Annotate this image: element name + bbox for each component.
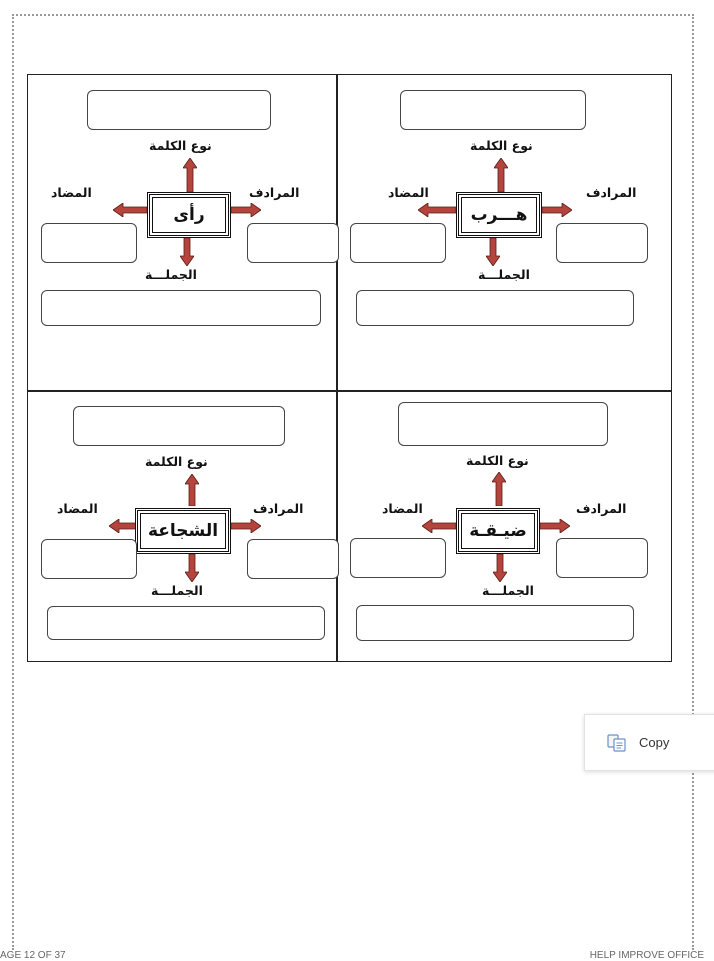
word-cell-raa: نوع الكلمة المرادف المضاد رأى الجملـــة — [37, 84, 347, 400]
word-cell-shajaa: نوع الكلمة المرادف المضاد الشجاعة الجملـ… — [37, 398, 347, 714]
antonym-label: المضاد — [382, 501, 423, 516]
arrow-right-icon — [231, 203, 261, 217]
arrow-left-icon — [113, 203, 147, 217]
arrow-right-icon — [542, 203, 572, 217]
synonym-box[interactable] — [247, 223, 339, 263]
sentence-box[interactable] — [356, 605, 634, 641]
arrow-up-icon — [492, 472, 506, 506]
antonym-label: المضاد — [388, 185, 429, 200]
worksheet-grid — [27, 74, 672, 662]
synonym-label: المرادف — [249, 185, 300, 200]
antonym-box[interactable] — [350, 223, 446, 263]
arrow-up-icon — [494, 158, 508, 192]
word-box: ضيـقـة — [456, 508, 540, 554]
synonym-label: المرادف — [576, 501, 627, 516]
synonym-box[interactable] — [247, 539, 339, 579]
word-type-label: نوع الكلمة — [149, 138, 212, 153]
antonym-label: المضاد — [51, 185, 92, 200]
antonym-box[interactable] — [350, 538, 446, 578]
sentence-label: الجملـــة — [145, 267, 197, 282]
word-box: رأى — [147, 192, 231, 238]
synonym-label: المرادف — [586, 185, 637, 200]
word-cell-dayqa: نوع الكلمة المرادف المضاد ضيـقـة الجملــ… — [346, 398, 656, 714]
word-box: هـــرب — [456, 192, 542, 238]
sentence-box[interactable] — [356, 290, 634, 326]
footer-help-link[interactable]: HELP IMPROVE OFFICE — [589, 950, 704, 961]
arrow-right-icon — [231, 519, 261, 533]
footer-page-info: AGE 12 OF 37 — [0, 950, 66, 961]
sentence-box[interactable] — [41, 290, 321, 326]
word-type-box[interactable] — [398, 402, 608, 446]
copy-button-label: Copy — [639, 735, 670, 750]
word-type-box[interactable] — [73, 406, 285, 446]
antonym-box[interactable] — [41, 539, 137, 579]
arrow-down-icon — [180, 238, 194, 266]
arrow-down-icon — [493, 554, 507, 582]
arrow-down-icon — [486, 238, 500, 266]
word-type-label: نوع الكلمة — [466, 453, 529, 468]
copy-icon — [607, 733, 626, 752]
grid-divider-horizontal — [27, 390, 672, 392]
antonym-box[interactable] — [41, 223, 137, 263]
sentence-label: الجملـــة — [482, 583, 534, 598]
antonym-label: المضاد — [57, 501, 98, 516]
synonym-box[interactable] — [556, 538, 648, 578]
sentence-box[interactable] — [47, 606, 325, 640]
word-box: الشجاعة — [135, 508, 231, 554]
synonym-box[interactable] — [556, 223, 648, 263]
word-type-label: نوع الكلمة — [470, 138, 533, 153]
arrow-right-icon — [540, 519, 570, 533]
arrow-down-icon — [185, 554, 199, 582]
word-type-box[interactable] — [87, 90, 271, 130]
synonym-label: المرادف — [253, 501, 304, 516]
arrow-left-icon — [418, 203, 456, 217]
grid-divider-vertical — [336, 74, 338, 662]
arrow-up-icon — [185, 474, 199, 506]
arrow-up-icon — [183, 158, 197, 192]
sentence-label: الجملـــة — [151, 583, 203, 598]
arrow-left-icon — [109, 519, 137, 533]
word-type-box[interactable] — [400, 90, 586, 130]
word-type-label: نوع الكلمة — [145, 454, 208, 469]
copy-button[interactable]: Copy — [584, 714, 714, 771]
page-border — [12, 14, 694, 950]
word-cell-harab: نوع الكلمة المرادف المضاد هـــرب الجملــ… — [346, 84, 656, 400]
sentence-label: الجملـــة — [478, 267, 530, 282]
arrow-left-icon — [422, 519, 456, 533]
